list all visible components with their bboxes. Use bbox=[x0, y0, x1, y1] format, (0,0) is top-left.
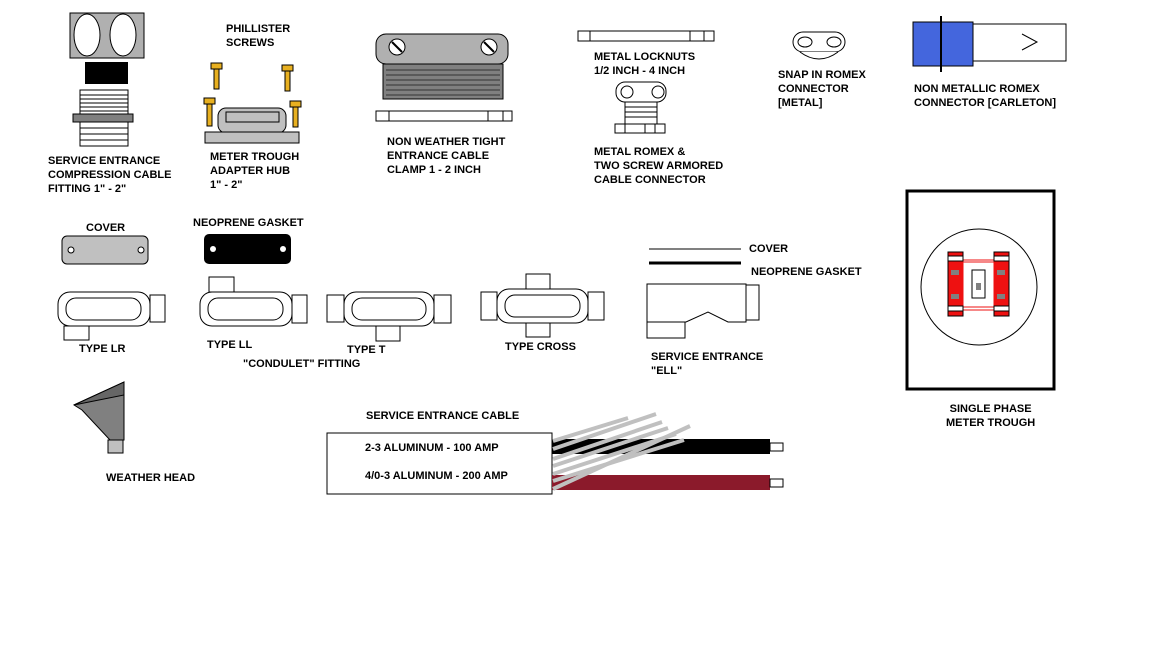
snap-romex-drawing bbox=[792, 31, 846, 60]
meter-trough-drawing bbox=[905, 189, 1056, 391]
weather-head-drawing bbox=[72, 381, 125, 454]
cable-200-label: 4/0-3 ALUMINUM - 200 AMP bbox=[365, 470, 508, 482]
condulet-ll-drawing bbox=[199, 276, 308, 327]
service-cable-drawing bbox=[326, 412, 784, 495]
type-t-label: TYPE T bbox=[347, 344, 386, 356]
condulet-cross-drawing bbox=[480, 273, 605, 338]
condulet-t-drawing bbox=[326, 291, 452, 342]
type-ll-label: TYPE LL bbox=[207, 339, 253, 351]
type-cross-label: TYPE CROSS bbox=[505, 341, 576, 353]
service-ell-drawing bbox=[646, 248, 760, 339]
compression-fitting-drawing bbox=[69, 12, 145, 147]
non-metallic-romex-drawing bbox=[912, 16, 1067, 72]
ell-gasket-label: NEOPRENE GASKET bbox=[751, 266, 862, 278]
meter-hub-drawing bbox=[203, 62, 302, 144]
service-cable-title: SERVICE ENTRANCE CABLE bbox=[366, 410, 520, 422]
weather-head-label: WEATHER HEAD bbox=[106, 472, 196, 484]
cover-gasket-drawing bbox=[61, 234, 291, 265]
cover-label: COVER bbox=[86, 222, 126, 234]
condulet-label: "CONDULET" FITTING bbox=[243, 358, 361, 370]
cable-100-label: 2-3 ALUMINUM - 100 AMP bbox=[365, 442, 499, 454]
condulet-lr-drawing bbox=[57, 291, 166, 341]
locknut-drawing bbox=[577, 30, 715, 134]
neoprene-gasket-label: NEOPRENE GASKET bbox=[193, 217, 304, 229]
service-ell-label: SERVICE ENTRANCE"ELL" bbox=[651, 351, 764, 377]
ell-cover-label: COVER bbox=[749, 243, 789, 255]
type-lr-label: TYPE LR bbox=[79, 343, 126, 355]
cable-clamp-drawing bbox=[375, 33, 513, 122]
